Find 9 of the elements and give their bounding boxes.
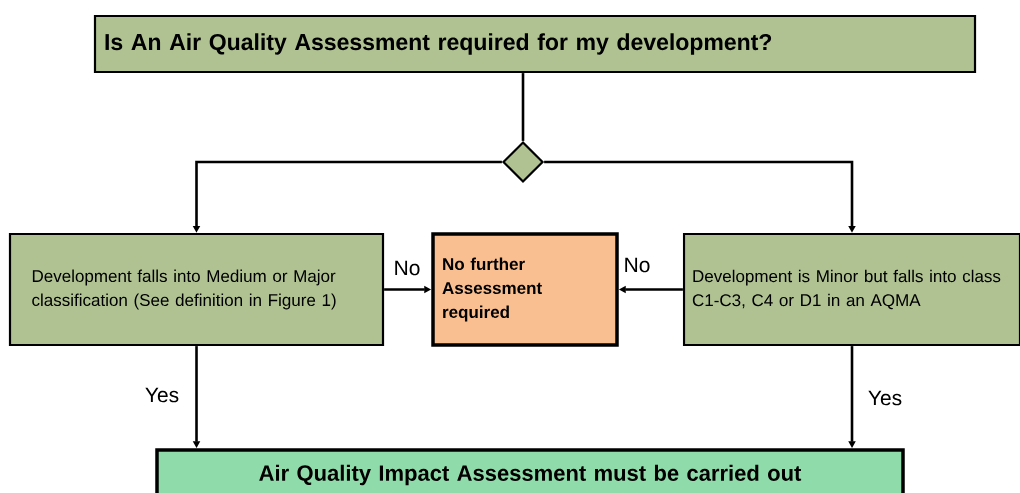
condition-box: Development is Minor but falls into class C1-C3, C4 or D1 in an AQMA	[682, 232, 1020, 347]
outcome-box: Air Quality Impact Assessment must be carried out	[155, 448, 905, 493]
edge-label: No	[392, 259, 422, 277]
edge-label: Yes	[143, 386, 181, 404]
edge-label: Yes	[866, 389, 904, 407]
question-box: Is An Air Quality Assessment required for my development?	[93, 14, 977, 74]
condition-box: Development falls into Medium or Major classification (See definition in Figure 1)	[8, 232, 385, 347]
edge-label: No	[622, 256, 652, 274]
outcome-box: No further Assessment required	[431, 232, 619, 347]
